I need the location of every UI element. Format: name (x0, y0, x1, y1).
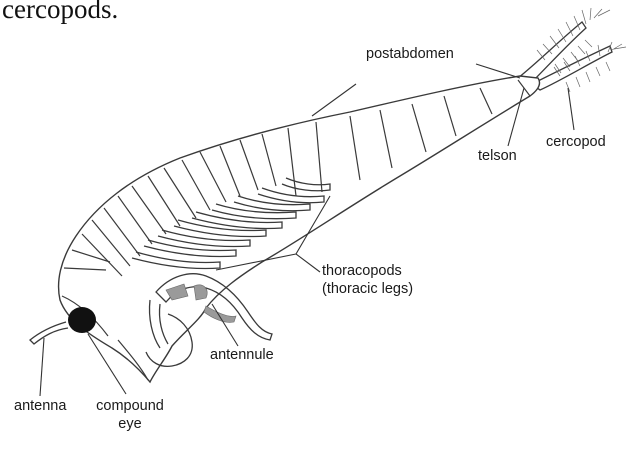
label-cercopod: cercopod (546, 134, 606, 151)
antenna (30, 322, 68, 344)
leader-postabdomen-2 (476, 64, 520, 78)
label-thoracopods-line1: thoracopods (322, 263, 402, 280)
label-postabdomen: postabdomen (366, 46, 454, 63)
label-antenna: antenna (14, 398, 66, 415)
compound-eye (68, 307, 96, 333)
leader-cercopod (568, 88, 574, 130)
label-compound-eye-line1: compound (86, 398, 174, 415)
label-compound-eye-line2: eye (86, 416, 174, 433)
leader-antennule (212, 304, 238, 346)
label-antennule: antennule (210, 347, 274, 364)
leader-postabdomen (312, 84, 356, 116)
label-thoracopods-line2: (thoracic legs) (322, 281, 413, 298)
leader-antenna (40, 338, 44, 396)
body (59, 76, 540, 382)
label-telson: telson (478, 148, 517, 165)
